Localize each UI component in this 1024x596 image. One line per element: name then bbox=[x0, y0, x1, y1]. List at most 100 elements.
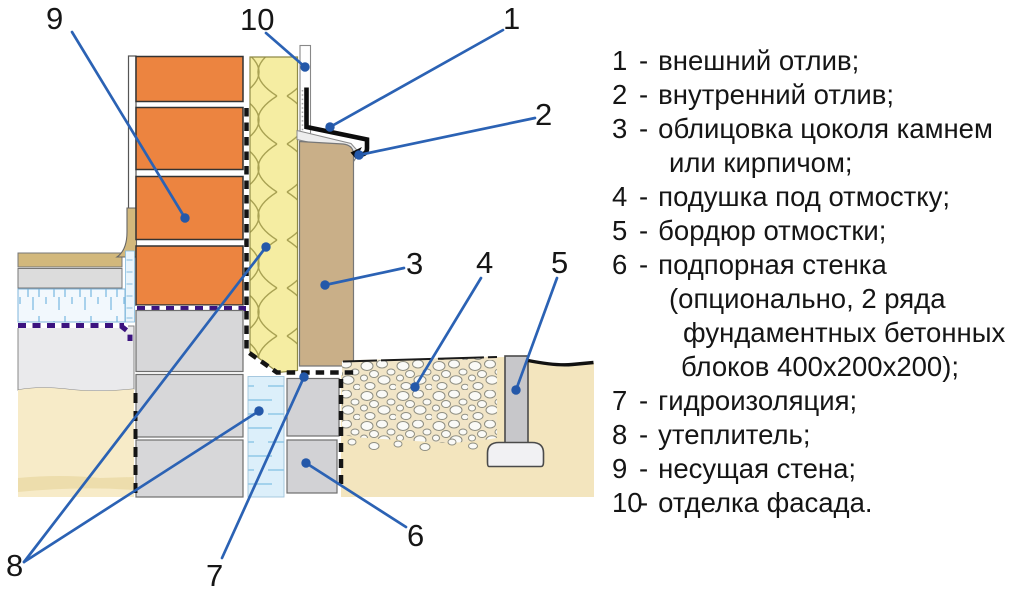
cross-section-drawing bbox=[16, 28, 594, 564]
legend-dash: - bbox=[639, 453, 649, 484]
skirting-board bbox=[115, 207, 138, 258]
legend-number: 6 bbox=[612, 249, 628, 280]
callout-dot-2 bbox=[354, 150, 364, 160]
brick-course bbox=[135, 245, 244, 306]
legend: 1-внешний отлив; 2-внутренний отлив; 3-о… bbox=[612, 44, 1020, 520]
callout-line-10 bbox=[264, 31, 307, 69]
foundation-block bbox=[135, 309, 244, 373]
legend-text: бордюр отмостки; bbox=[658, 215, 887, 246]
membrane-gap bbox=[136, 305, 246, 312]
membrane-gap bbox=[16, 322, 128, 328]
callout-label-9: 9 bbox=[46, 1, 64, 36]
legend-text: внутренний отлив; bbox=[658, 79, 894, 110]
legend-number: 7 bbox=[612, 385, 628, 416]
legend-text: утеплитель; bbox=[658, 419, 811, 450]
legend-text: подпорная стенка bbox=[658, 249, 887, 280]
callout-line-9 bbox=[70, 30, 187, 220]
legend-number: 10 bbox=[612, 487, 643, 518]
callout-label-5: 5 bbox=[551, 245, 569, 280]
legend-number: 4 bbox=[612, 181, 628, 212]
legend-number: 1 bbox=[612, 45, 628, 76]
waterproofing-dashed-black bbox=[133, 108, 354, 496]
callout-label-1: 1 bbox=[503, 1, 521, 36]
legend-number: 9 bbox=[612, 453, 628, 484]
legend-dash: - bbox=[639, 215, 649, 246]
legend-dash: - bbox=[639, 487, 649, 518]
callout-line-7 bbox=[220, 375, 306, 560]
callout-dots bbox=[180, 62, 521, 468]
plinth-cladding bbox=[298, 140, 355, 367]
perimeter-insulation-strip bbox=[247, 376, 285, 498]
callout-dot-1 bbox=[325, 122, 335, 132]
brick-course bbox=[135, 55, 244, 103]
brick-course bbox=[135, 106, 244, 171]
legend-number: 5 bbox=[612, 215, 628, 246]
legend-item: 5-бордюр отмостки; bbox=[612, 214, 1020, 248]
callout-label-10: 10 bbox=[240, 2, 275, 37]
callout-line-8a bbox=[22, 245, 268, 564]
retaining-block bbox=[286, 377, 340, 437]
callout-dot-8a bbox=[261, 242, 271, 252]
legend-text: (опционально, 2 ряда bbox=[669, 283, 946, 314]
legend-dash: - bbox=[639, 181, 649, 212]
legend-text: подушка под отмостку; bbox=[658, 181, 951, 212]
legend-item: 7-гидроизоляция; bbox=[612, 384, 1020, 418]
legend-item: 9-несущая стена; bbox=[612, 452, 1020, 486]
legend-text: внешний отлив; bbox=[658, 45, 860, 76]
legend-dash: - bbox=[639, 385, 649, 416]
legend-dash: - bbox=[639, 419, 649, 450]
callout-dot-4 bbox=[410, 382, 420, 392]
callout-line-5 bbox=[514, 276, 559, 392]
foundation-block bbox=[135, 439, 244, 498]
callout-label-8: 8 bbox=[6, 548, 24, 583]
legend-item: 6-подпорная стенка (опционально, 2 ряда … bbox=[612, 248, 1020, 384]
floor-finish-layer bbox=[17, 252, 123, 268]
legend-text: отделка фасада. bbox=[658, 487, 873, 518]
callout-dot-7 bbox=[299, 372, 309, 382]
legend-dash: - bbox=[639, 249, 649, 280]
legend-dash: - bbox=[639, 79, 649, 110]
floor-edge-strip bbox=[125, 250, 135, 323]
interior-floor-layers bbox=[16, 252, 135, 497]
legend-dash: - bbox=[639, 45, 649, 76]
brick-wall bbox=[135, 55, 244, 306]
foundation-blocks bbox=[135, 309, 244, 498]
ground-line-left bbox=[342, 356, 498, 363]
callout-label-6: 6 bbox=[407, 518, 425, 553]
screed-layer bbox=[17, 268, 123, 289]
callout-line-2 bbox=[357, 116, 537, 157]
legend-item: 3-облицовка цоколя камнем или кирпичом; bbox=[612, 112, 1020, 180]
legend-number: 3 bbox=[612, 113, 628, 144]
floor-edge-strip-ticks bbox=[126, 259, 133, 319]
legend-item: 8-утеплитель; bbox=[612, 418, 1020, 452]
gravel-cushion bbox=[342, 356, 497, 443]
legend-item: 1-внешний отлив; bbox=[612, 44, 1020, 78]
callout-line-1 bbox=[328, 28, 505, 129]
callout-dot-6 bbox=[301, 458, 311, 468]
legend-item: 10-отделка фасада. bbox=[612, 486, 1020, 520]
legend-text: или кирпичом; bbox=[669, 147, 853, 178]
callout-label-7: 7 bbox=[206, 558, 224, 593]
wall-waterproofing-dashed bbox=[244, 108, 354, 375]
legend-text: фундаментных бетонных bbox=[683, 317, 1006, 348]
callout-dot-5 bbox=[511, 385, 521, 395]
callout-lines bbox=[22, 28, 559, 564]
callout-label-2: 2 bbox=[535, 97, 553, 132]
legend-text: облицовка цоколя камнем bbox=[658, 113, 993, 144]
callout-dot-3 bbox=[320, 280, 330, 290]
foundation-block bbox=[135, 373, 244, 438]
callout-dot-9 bbox=[180, 213, 190, 223]
callout-line-4 bbox=[413, 276, 483, 389]
concrete-slab bbox=[17, 325, 135, 392]
callout-line-3 bbox=[323, 266, 406, 287]
callout-dot-10 bbox=[300, 62, 310, 72]
legend-number: 2 bbox=[612, 79, 628, 110]
ground-line-right bbox=[527, 358, 594, 367]
legend-item: 2-внутренний отлив; bbox=[612, 78, 1020, 112]
curb-footing bbox=[486, 441, 545, 468]
soil-left-band bbox=[18, 476, 134, 492]
legend-dash: - bbox=[639, 113, 649, 144]
legend-number: 8 bbox=[612, 419, 628, 450]
brick-course bbox=[135, 175, 244, 241]
